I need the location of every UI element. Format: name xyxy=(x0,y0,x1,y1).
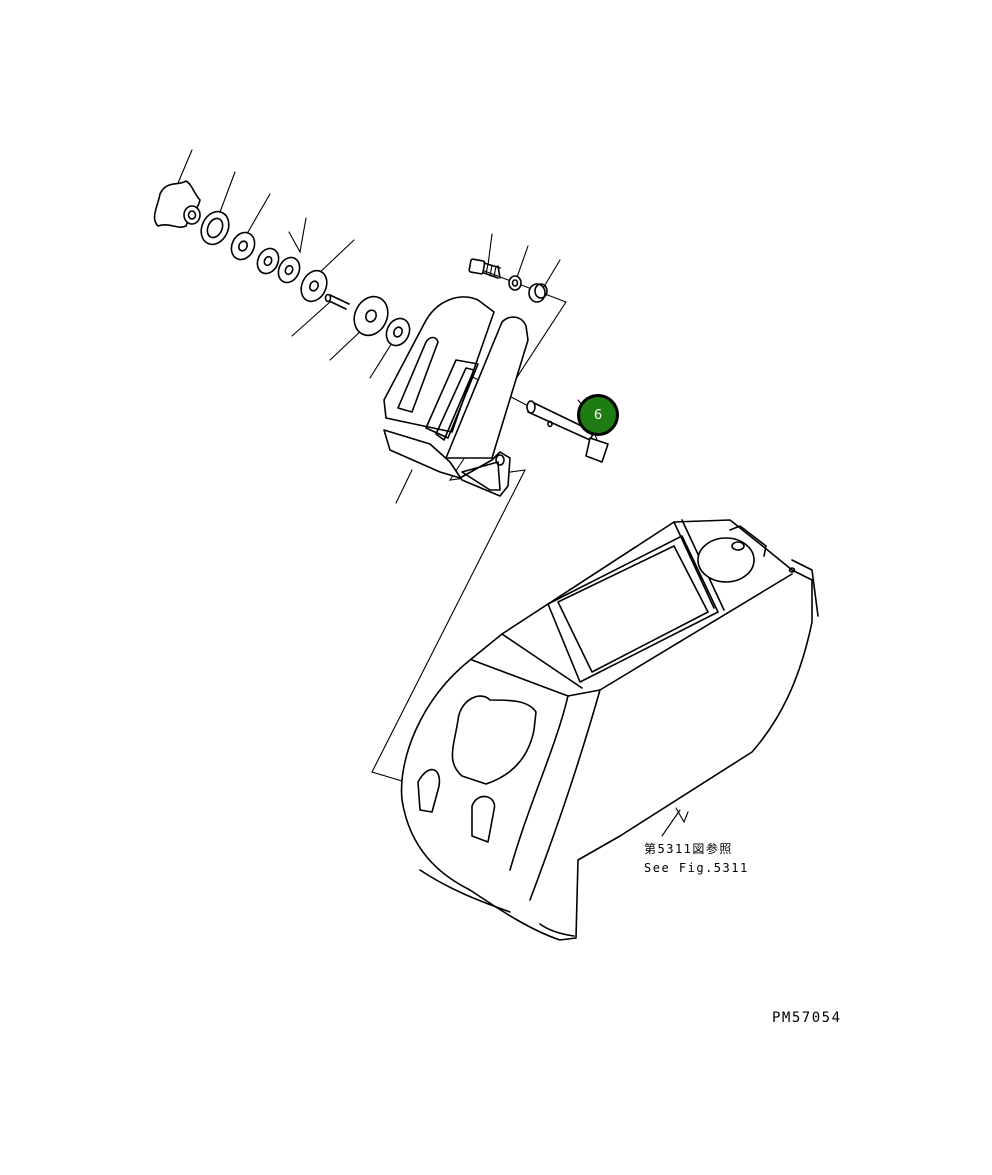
roll-pin xyxy=(324,293,350,310)
reference-note-en: See Fig.5311 xyxy=(644,861,749,875)
reference-note-jp: 第5311図参照 xyxy=(644,842,733,856)
console-housing xyxy=(400,519,819,941)
washer-stack xyxy=(200,210,411,347)
star-knob xyxy=(153,180,201,228)
collar xyxy=(528,283,548,303)
small-washer xyxy=(508,275,522,291)
callout-6[interactable]: 6 xyxy=(577,394,619,436)
lock-bracket xyxy=(383,296,529,497)
small-bolt xyxy=(468,258,501,279)
lock-pin xyxy=(526,400,609,463)
reference-note: 第5311図参照 See Fig.5311 xyxy=(644,840,749,878)
drawing-number: PM57054 xyxy=(772,1010,842,1026)
